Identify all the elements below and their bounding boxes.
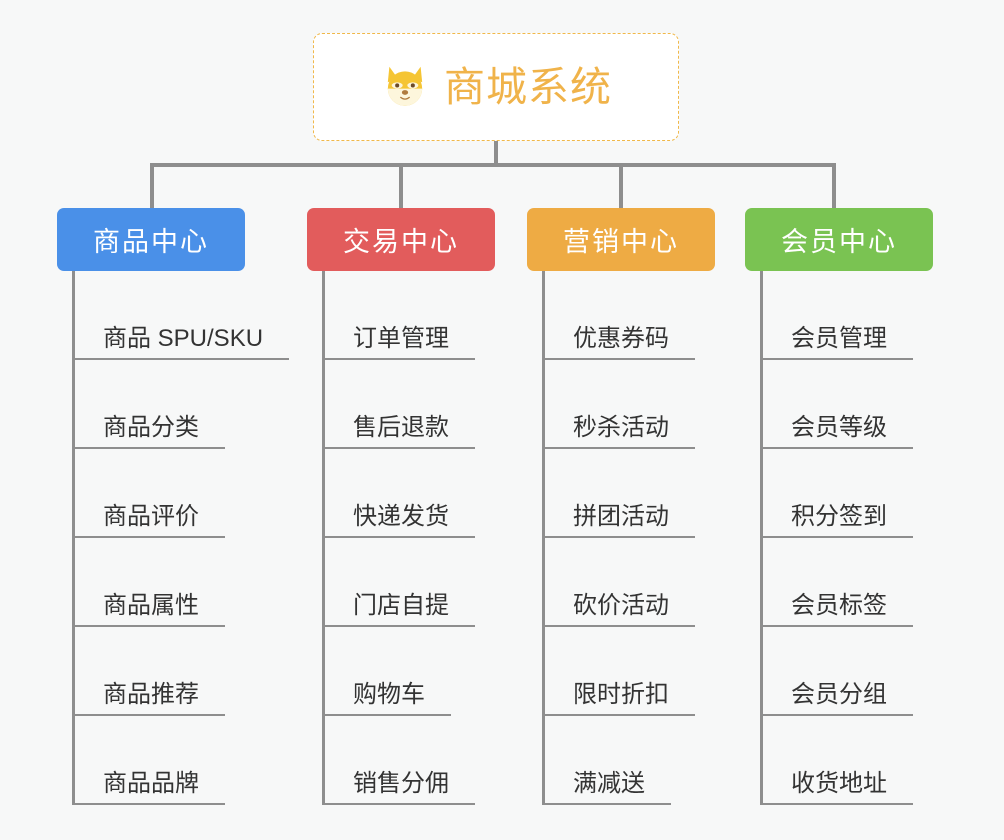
leaf-item[interactable]: 售后退款 [307, 360, 495, 449]
leaf-item-label: 快递发货 [322, 504, 475, 538]
leaf-item-label: 售后退款 [322, 415, 475, 449]
leaf-item[interactable]: 商品推荐 [57, 627, 245, 716]
leaf-item-label: 商品 SPU/SKU [72, 326, 290, 360]
branch-header-label: 营销中心 [563, 227, 679, 257]
branch-column-marketing: 营销中心 优惠券码 秒杀活动 拼团活动 砍价活动 限时折扣 满减送 [527, 208, 715, 805]
branch-header-label: 交易中心 [343, 227, 459, 257]
leaf-item[interactable]: 拼团活动 [527, 449, 715, 538]
connector-drop-2 [619, 163, 623, 210]
connector-trunk-marketing [542, 271, 545, 805]
leaf-item-label: 门店自提 [322, 593, 475, 627]
branch-column-trade: 交易中心 订单管理 售后退款 快递发货 门店自提 购物车 销售分佣 [307, 208, 495, 805]
root-node-label: 商城系统 [444, 63, 612, 110]
leaf-item-label: 会员等级 [760, 415, 913, 449]
leaf-item[interactable]: 快递发货 [307, 449, 495, 538]
branch-header-marketing[interactable]: 营销中心 [527, 208, 715, 271]
connector-trunk-member [760, 271, 763, 805]
leaf-item[interactable]: 商品分类 [57, 360, 245, 449]
branch-column-product: 商品中心 商品 SPU/SKU 商品分类 商品评价 商品属性 商品推荐 商品品牌 [57, 208, 290, 805]
leaf-item[interactable]: 会员等级 [745, 360, 933, 449]
leaf-item[interactable]: 销售分佣 [307, 716, 495, 805]
leaf-item[interactable]: 满减送 [527, 716, 715, 805]
leaf-item-label: 砍价活动 [542, 593, 695, 627]
leaf-item[interactable]: 收货地址 [745, 716, 933, 805]
leaf-item[interactable]: 商品评价 [57, 449, 245, 538]
connector-trunk-trade [322, 271, 325, 805]
leaf-item-label: 会员标签 [760, 593, 913, 627]
leaf-item-label: 满减送 [542, 771, 671, 805]
leaf-list-member: 会员管理 会员等级 积分签到 会员标签 会员分组 收货地址 [745, 271, 933, 805]
leaf-item[interactable]: 限时折扣 [527, 627, 715, 716]
leaf-item[interactable]: 商品属性 [57, 538, 245, 627]
leaf-item-label: 限时折扣 [542, 682, 695, 716]
leaf-item-label: 商品分类 [72, 415, 225, 449]
leaf-item-label: 会员管理 [760, 326, 913, 360]
leaf-item[interactable]: 秒杀活动 [527, 360, 715, 449]
leaf-item[interactable]: 订单管理 [307, 271, 495, 360]
leaf-list-product: 商品 SPU/SKU 商品分类 商品评价 商品属性 商品推荐 商品品牌 [57, 271, 290, 805]
connector-root-stem [494, 141, 498, 167]
leaf-item[interactable]: 会员标签 [745, 538, 933, 627]
leaf-item-label: 商品推荐 [72, 682, 225, 716]
leaf-item-label: 商品评价 [72, 504, 225, 538]
leaf-item[interactable]: 会员管理 [745, 271, 933, 360]
branch-header-trade[interactable]: 交易中心 [307, 208, 495, 271]
leaf-item[interactable]: 优惠券码 [527, 271, 715, 360]
branch-header-label: 会员中心 [781, 227, 897, 257]
leaf-item[interactable]: 门店自提 [307, 538, 495, 627]
connector-drop-3 [832, 163, 836, 210]
leaf-item-label: 秒杀活动 [542, 415, 695, 449]
leaf-item-label: 订单管理 [322, 326, 475, 360]
shiba-dog-face-icon [380, 62, 430, 112]
leaf-item-label: 商品品牌 [72, 771, 225, 805]
branch-header-product[interactable]: 商品中心 [57, 208, 245, 271]
leaf-item-label: 销售分佣 [322, 771, 475, 805]
root-node[interactable]: 商城系统 [313, 33, 679, 141]
leaf-item-label: 拼团活动 [542, 504, 695, 538]
leaf-list-marketing: 优惠券码 秒杀活动 拼团活动 砍价活动 限时折扣 满减送 [527, 271, 715, 805]
connector-trunk-product [72, 271, 75, 805]
leaf-item[interactable]: 购物车 [307, 627, 495, 716]
leaf-item[interactable]: 会员分组 [745, 627, 933, 716]
leaf-item-label: 积分签到 [760, 504, 913, 538]
leaf-item-label: 商品属性 [72, 593, 225, 627]
connector-horizontal-bus [150, 163, 836, 167]
leaf-item[interactable]: 商品品牌 [57, 716, 245, 805]
branch-column-member: 会员中心 会员管理 会员等级 积分签到 会员标签 会员分组 收货地址 [745, 208, 933, 805]
leaf-item[interactable]: 砍价活动 [527, 538, 715, 627]
leaf-item-label: 会员分组 [760, 682, 913, 716]
connector-drop-0 [150, 163, 154, 210]
branch-header-member[interactable]: 会员中心 [745, 208, 933, 271]
leaf-list-trade: 订单管理 售后退款 快递发货 门店自提 购物车 销售分佣 [307, 271, 495, 805]
branch-header-label: 商品中心 [93, 227, 209, 257]
leaf-item[interactable]: 积分签到 [745, 449, 933, 538]
connector-drop-1 [399, 163, 403, 210]
leaf-item-label: 收货地址 [760, 771, 913, 805]
leaf-item-label: 购物车 [322, 682, 451, 716]
leaf-item[interactable]: 商品 SPU/SKU [57, 271, 290, 360]
leaf-item-label: 优惠券码 [542, 326, 695, 360]
